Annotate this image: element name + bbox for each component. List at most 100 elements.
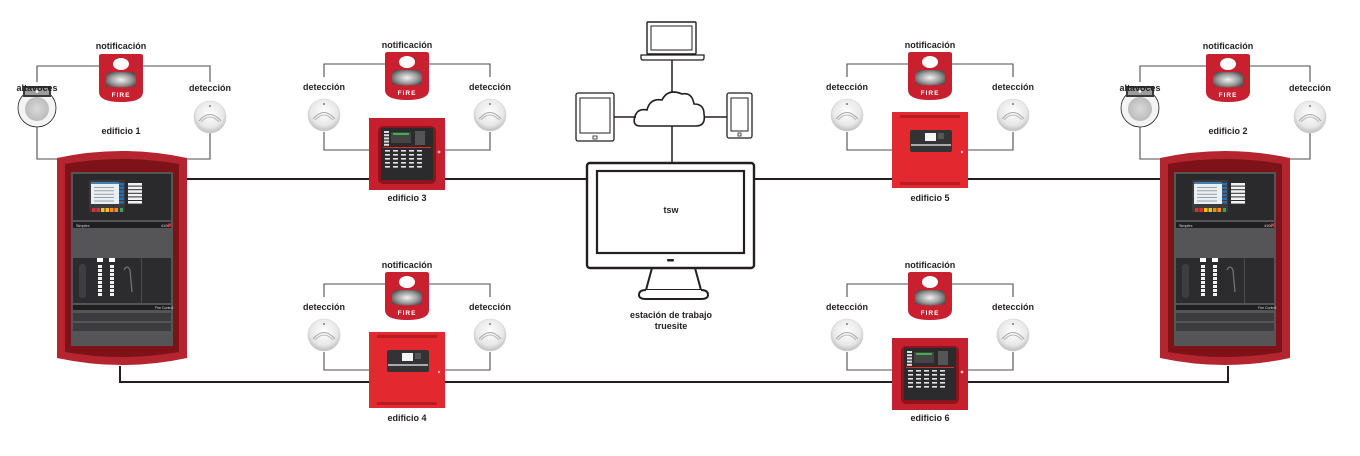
cloud-icon	[633, 91, 706, 127]
building-4: FIRE	[307, 272, 507, 408]
device-wire	[846, 63, 908, 77]
panel-model-text: 4100	[1264, 224, 1272, 228]
building-label: edificio 4	[387, 413, 427, 423]
device-wire	[445, 132, 491, 151]
detection-label: detección	[1288, 83, 1332, 93]
smoke-detector-icon	[1293, 100, 1327, 134]
device-wire	[36, 65, 99, 82]
fire-alarm-panel-compact[interactable]	[892, 112, 968, 188]
smoke-detector-icon	[830, 98, 864, 132]
device-wire	[36, 121, 59, 160]
device-wire	[846, 132, 892, 151]
building-6: FIRE	[830, 272, 1030, 410]
notification-label: notificación	[1202, 41, 1254, 51]
device-wire	[1250, 65, 1311, 82]
building-label: edificio 2	[1208, 126, 1248, 136]
detection-label: detección	[991, 302, 1035, 312]
notification-label: notificación	[381, 260, 433, 270]
tsw-monitor-icon	[585, 161, 756, 300]
device-wire	[952, 283, 1014, 297]
device-wire	[323, 352, 369, 371]
device-wire	[323, 63, 385, 77]
laptop-icon	[640, 21, 705, 61]
device-wire	[323, 132, 369, 151]
strobe-notification-icon: FIRE	[99, 54, 143, 102]
panel-footer-text: Fire Control	[155, 306, 174, 310]
device-wire	[952, 63, 1014, 77]
speaker-label: altavoces	[16, 83, 58, 93]
device-wire	[429, 283, 491, 297]
fire-alarm-panel-mid[interactable]	[892, 338, 968, 410]
fire-alarm-panel-compact[interactable]	[369, 332, 445, 408]
notification-label: notificación	[381, 40, 433, 50]
smoke-detector-icon	[307, 318, 341, 352]
detection-label: detección	[468, 82, 512, 92]
strobe-notification-icon: FIRE	[908, 52, 952, 100]
strobe-fire-text: FIRE	[112, 92, 131, 99]
panel-model-text: 4100	[161, 224, 169, 228]
device-wire	[846, 352, 892, 371]
device-wire	[968, 352, 1014, 371]
building-3: FIRE	[307, 52, 507, 190]
building-label: edificio 5	[910, 193, 950, 203]
smoke-detector-icon	[307, 98, 341, 132]
building-label: edificio 6	[910, 413, 950, 423]
device-wire	[429, 63, 491, 77]
smoke-detector-icon	[193, 100, 227, 134]
strobe-notification-icon: FIRE	[908, 272, 952, 320]
device-wire	[323, 283, 385, 297]
strobe-notification-icon: FIRE	[1206, 54, 1250, 102]
panel-brand-text: Simplex	[1179, 224, 1193, 228]
strobe-fire-text: FIRE	[1219, 92, 1238, 99]
speaker-label: altavoces	[1119, 83, 1161, 93]
detection-label: detección	[302, 302, 346, 312]
detection-label: detección	[825, 302, 869, 312]
speaker-icon	[1120, 86, 1160, 128]
detection-label: detección	[302, 82, 346, 92]
strobe-notification-icon: FIRE	[385, 272, 429, 320]
device-wire	[846, 283, 908, 297]
speaker-icon	[17, 86, 57, 128]
strobe-fire-text: FIRE	[398, 90, 417, 97]
detection-label: detección	[188, 83, 232, 93]
strobe-notification-icon: FIRE	[385, 52, 429, 100]
smoke-detector-icon	[473, 98, 507, 132]
detection-label: detección	[825, 82, 869, 92]
detection-label: detección	[468, 302, 512, 312]
device-wire	[1139, 121, 1162, 160]
device-wire	[1288, 133, 1311, 160]
workstation-caption-line2: truesite	[654, 321, 688, 331]
smoke-detector-icon	[473, 318, 507, 352]
tablet-icon	[575, 92, 615, 142]
panel-brand-text: Simplex	[76, 224, 90, 228]
device-wire	[1139, 65, 1206, 82]
smoke-detector-icon	[830, 318, 864, 352]
tsw-screen-label: tsw	[663, 205, 679, 215]
smoke-detector-icon	[996, 318, 1030, 352]
panel-footer-text: Fire Control	[1258, 306, 1277, 310]
strobe-fire-text: FIRE	[921, 90, 940, 97]
bus-bottom	[119, 366, 1229, 383]
device-wire	[143, 65, 211, 82]
detection-label: detección	[991, 82, 1035, 92]
remote-access-group	[575, 21, 753, 162]
device-wire	[968, 132, 1014, 151]
workstation-caption-line1: estación de trabajo	[629, 310, 713, 320]
notification-label: notificación	[95, 41, 147, 51]
building-label: edificio 3	[387, 193, 427, 203]
device-wire	[185, 133, 211, 160]
building-5: FIRE	[830, 52, 1030, 188]
smoke-detector-icon	[996, 98, 1030, 132]
strobe-fire-text: FIRE	[398, 310, 417, 317]
strobe-fire-text: FIRE	[921, 310, 940, 317]
fire-alarm-panel-mid[interactable]	[369, 118, 445, 190]
device-wire	[445, 352, 491, 371]
notification-label: notificación	[904, 40, 956, 50]
building-label: edificio 1	[101, 126, 141, 136]
